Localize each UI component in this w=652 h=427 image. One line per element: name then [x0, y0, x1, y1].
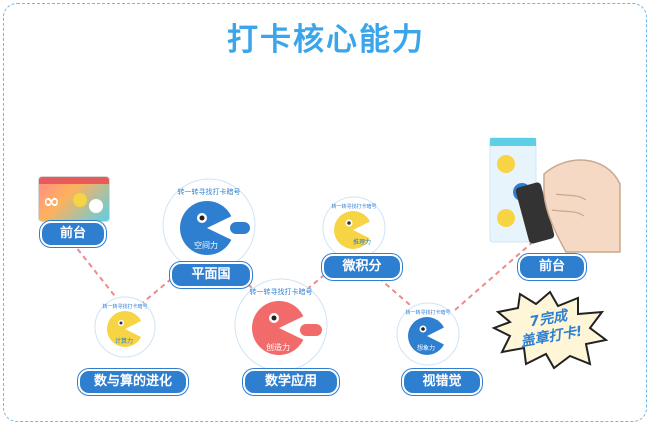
station-optical-illusion[interactable]: 视错觉 [402, 369, 482, 395]
station-front-desk-start[interactable]: 前台 [40, 221, 106, 247]
stamp-skill-label: 推理力 [353, 238, 371, 246]
stamp-ring-text: 转一转寻找打卡暗号 [250, 287, 313, 296]
stamp-ring-text: 转一转寻找打卡暗号 [178, 187, 241, 196]
station-flatland[interactable]: 平面国 [170, 262, 252, 288]
stamp-creation: 转一转寻找打卡暗号 创造力 [234, 278, 328, 372]
hand-stamp-illustration [489, 137, 621, 253]
stamp-calculation: 转一转寻找打卡暗号 计算力 [94, 296, 156, 358]
infinity-icon: ∞ [43, 189, 60, 213]
completion-burst [491, 290, 609, 370]
station-math-application[interactable]: 数学应用 [243, 369, 339, 395]
front-desk-card: ∞ [38, 176, 110, 222]
stamp-skill-label: 空间力 [194, 240, 218, 250]
stamp-ring-text: 转一转寻找打卡暗号 [405, 309, 450, 316]
stamp-skill-label: 想象力 [417, 344, 435, 352]
station-calculus[interactable]: 微积分 [322, 254, 402, 280]
station-front-desk-end[interactable]: 前台 [518, 254, 586, 280]
page-title: 打卡核心能力 [227, 22, 425, 58]
stamp-skill-label: 创造力 [266, 342, 290, 352]
stamp-ring-text: 转一转寻找打卡暗号 [331, 203, 376, 210]
stamp-imagination: 转一转寻找打卡暗号 想象力 [396, 302, 460, 366]
station-number-evolution[interactable]: 数与算的进化 [78, 369, 188, 395]
stamp-ring-text: 转一转寻找打卡暗号 [102, 303, 147, 310]
stamp-space: 转一转寻找打卡暗号 空间力 [162, 178, 256, 272]
stamp-reasoning: 转一转寻找打卡暗号 推理力 [322, 196, 386, 260]
stamp-skill-label: 计算力 [115, 337, 133, 345]
dashed-frame [3, 3, 647, 422]
